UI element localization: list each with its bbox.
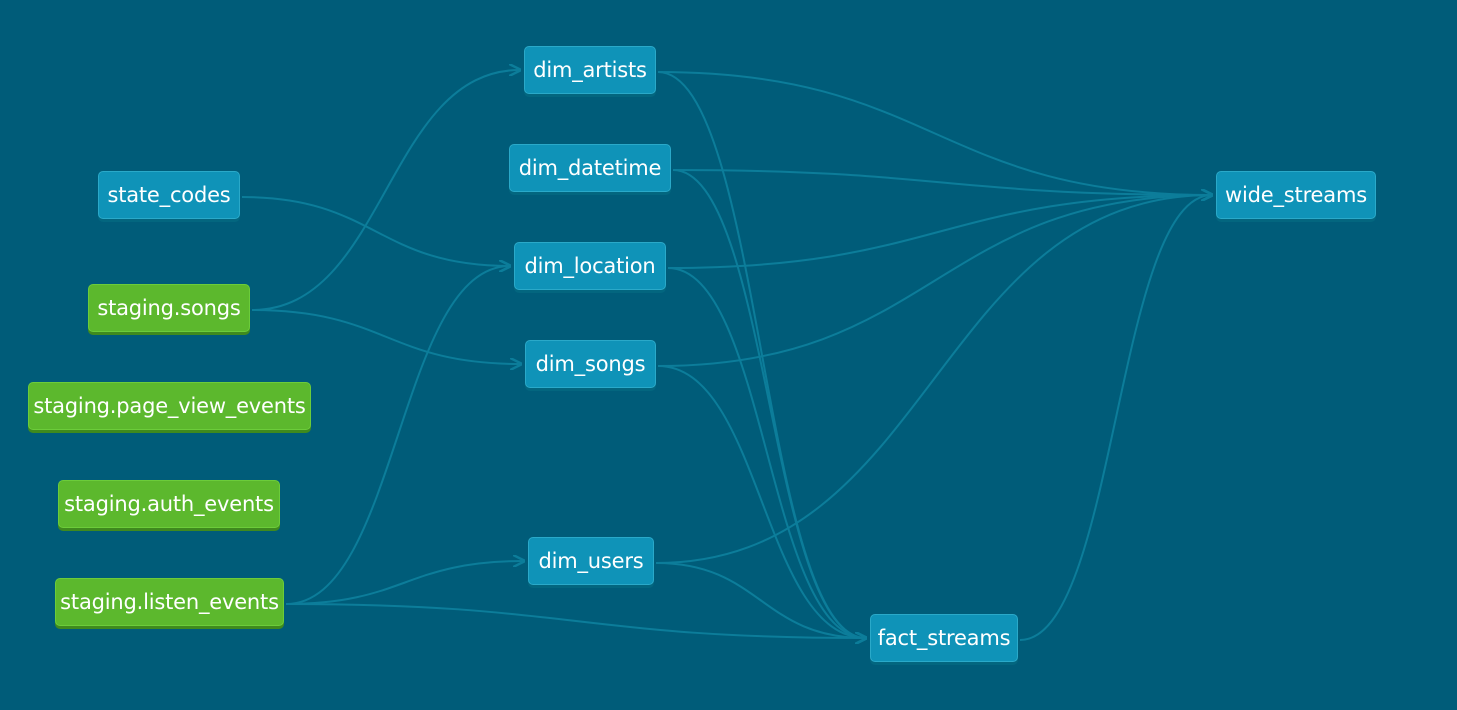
edge-dim_songs-to-wide_streams: [657, 195, 1212, 367]
edge-staging_songs-to-dim_songs: [251, 309, 521, 364]
node-dim-users[interactable]: dim_users: [528, 537, 654, 585]
edge-state_codes-to-dim_location: [241, 196, 510, 266]
edge-dim_datetime-to-wide_streams: [672, 169, 1212, 195]
edge-staging_listen_events-to-fact_streams: [285, 603, 866, 638]
edge-dim_location-to-wide_streams: [667, 195, 1212, 269]
node-fact-streams[interactable]: fact_streams: [870, 614, 1018, 662]
node-state-codes[interactable]: state_codes: [98, 171, 240, 219]
edge-dim_location-to-fact_streams: [667, 267, 866, 638]
node-staging-listen-events[interactable]: staging.listen_events: [55, 578, 284, 626]
node-staging-page-view-events[interactable]: staging.page_view_events: [28, 382, 311, 430]
node-dim-artists[interactable]: dim_artists: [524, 46, 656, 94]
edge-dim_artists-to-wide_streams: [657, 71, 1212, 195]
edge-dim_songs-to-fact_streams: [657, 365, 866, 638]
node-dim-datetime[interactable]: dim_datetime: [509, 144, 671, 192]
node-wide-streams[interactable]: wide_streams: [1216, 171, 1376, 219]
node-staging-songs[interactable]: staging.songs: [88, 284, 250, 332]
edge-staging_listen_events-to-dim_users: [285, 561, 524, 605]
node-staging-auth-events[interactable]: staging.auth_events: [58, 480, 280, 528]
edge-fact_streams-to-wide_streams: [1019, 195, 1212, 641]
node-dim-songs[interactable]: dim_songs: [525, 340, 656, 388]
edge-staging_listen_events-to-dim_location: [285, 266, 510, 605]
edge-dim_artists-to-fact_streams: [657, 71, 866, 638]
edge-dim_users-to-wide_streams: [655, 195, 1212, 564]
edge-dim_datetime-to-fact_streams: [672, 169, 866, 638]
edge-staging_songs-to-dim_artists: [251, 70, 520, 311]
node-dim-location[interactable]: dim_location: [514, 242, 666, 290]
edge-dim_users-to-fact_streams: [655, 562, 866, 638]
